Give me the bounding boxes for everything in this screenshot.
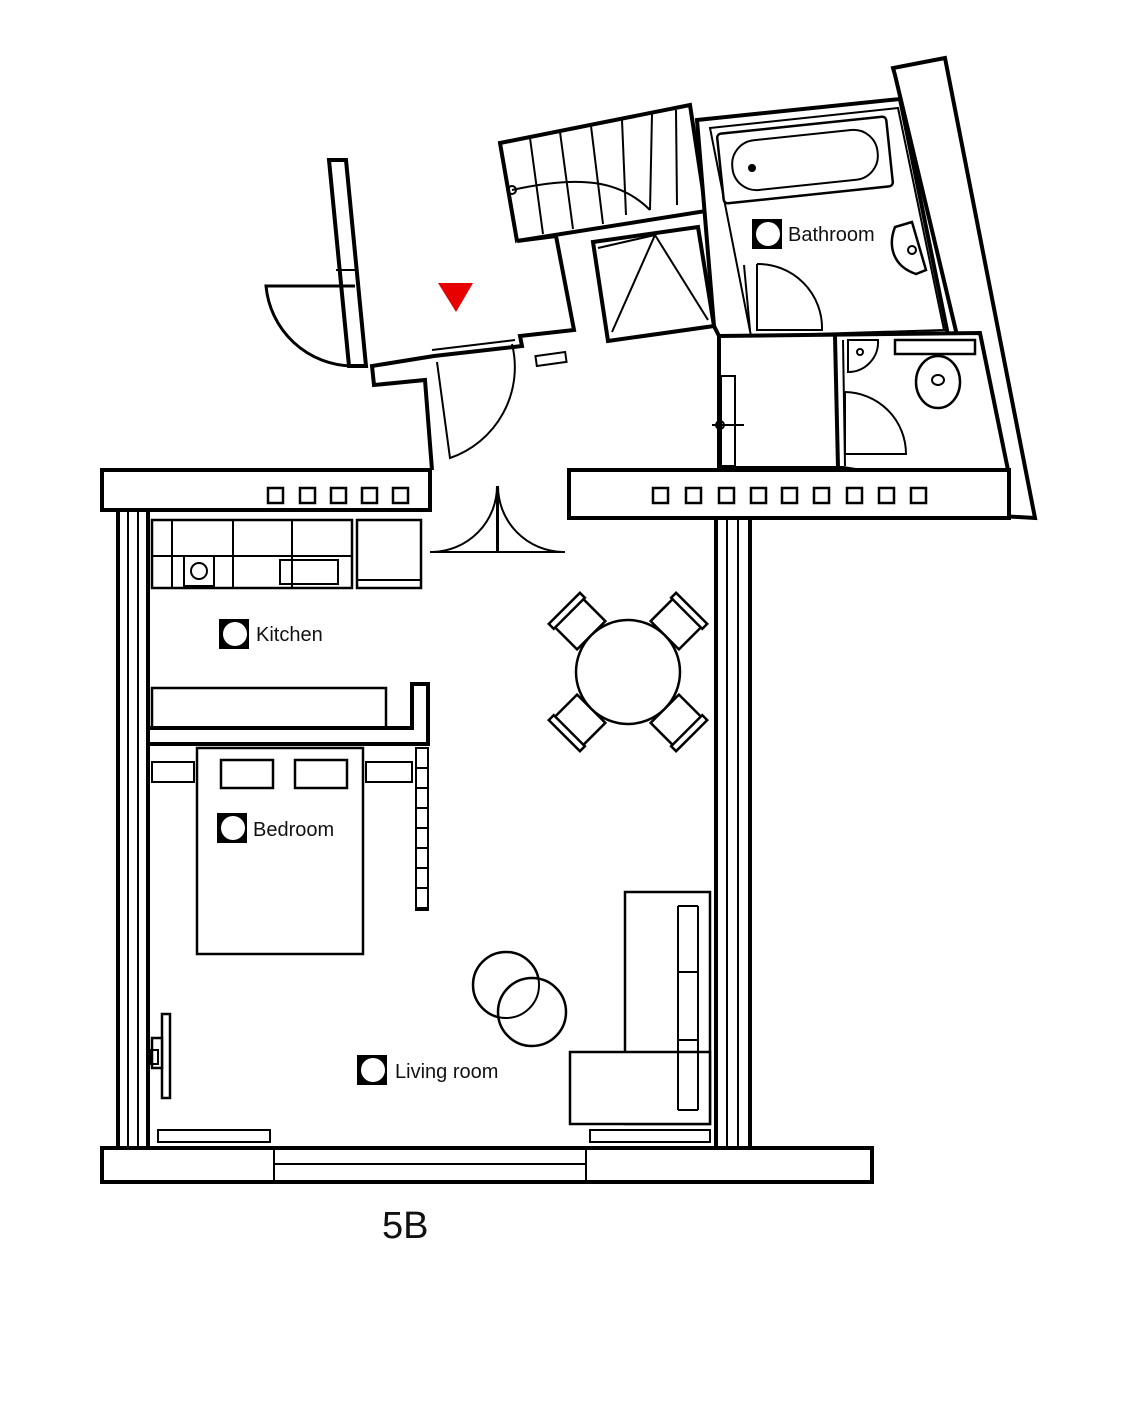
wall-vent — [845, 486, 864, 505]
room-label-bedroom: Bedroom — [217, 813, 334, 843]
toilet-tank-icon — [893, 338, 977, 356]
corridor-wall-left — [326, 158, 369, 368]
wall-vent — [329, 486, 348, 505]
wc-room-outline — [717, 330, 1011, 493]
sofa-icon — [568, 890, 712, 1126]
room-label-text: Living room — [395, 1061, 498, 1083]
wall-vent — [651, 486, 670, 505]
room-label-text: Kitchen — [256, 624, 323, 646]
wall-vent — [391, 486, 410, 505]
main-room — [100, 508, 874, 1184]
wall-vents-left — [266, 486, 410, 505]
stair-treads — [507, 109, 678, 235]
kitchen-island — [150, 686, 388, 730]
stove-icon — [190, 562, 208, 580]
entrance-marker-icon — [438, 283, 473, 312]
wall-vent — [266, 486, 285, 505]
room-label-bathroom: Bathroom — [752, 219, 875, 249]
bathroom-zone — [694, 55, 1038, 521]
kitchen-counter — [150, 518, 423, 590]
entry-double-door — [430, 485, 565, 553]
tv-unit-icon — [149, 1012, 172, 1100]
wall-vents-right — [651, 486, 928, 505]
room-label-kitchen: Kitchen — [219, 619, 323, 649]
main-top-wall — [100, 468, 1011, 520]
chair-icon — [547, 591, 608, 652]
hall-door-swing — [264, 284, 355, 368]
bed-icon — [151, 746, 413, 956]
wall-vent — [877, 486, 896, 505]
fridge-icon — [355, 518, 423, 590]
wall-vent — [749, 486, 768, 505]
wall-vent — [684, 486, 703, 505]
wall-vent — [717, 486, 736, 505]
bathtub-icon — [715, 115, 895, 205]
right-outer-wall — [890, 55, 1038, 521]
room-label-living-room: Living room — [357, 1055, 498, 1085]
wall-vent — [780, 486, 799, 505]
wall-vent — [360, 486, 379, 505]
dining-table-icon — [547, 591, 709, 753]
wall-vent — [909, 486, 928, 505]
room-label-text: Bedroom — [253, 819, 334, 841]
upper-zone — [264, 102, 717, 471]
wall-vent — [298, 486, 317, 505]
toilet-icon — [914, 354, 962, 410]
lobby-wall — [369, 233, 577, 471]
room-label-text: Bathroom — [788, 224, 875, 246]
unit-label: 5B — [382, 1205, 428, 1247]
bedroom-partition — [150, 682, 430, 746]
wall-vent — [812, 486, 831, 505]
coffee-table-icon — [471, 950, 568, 1048]
sink-icon — [279, 559, 339, 585]
